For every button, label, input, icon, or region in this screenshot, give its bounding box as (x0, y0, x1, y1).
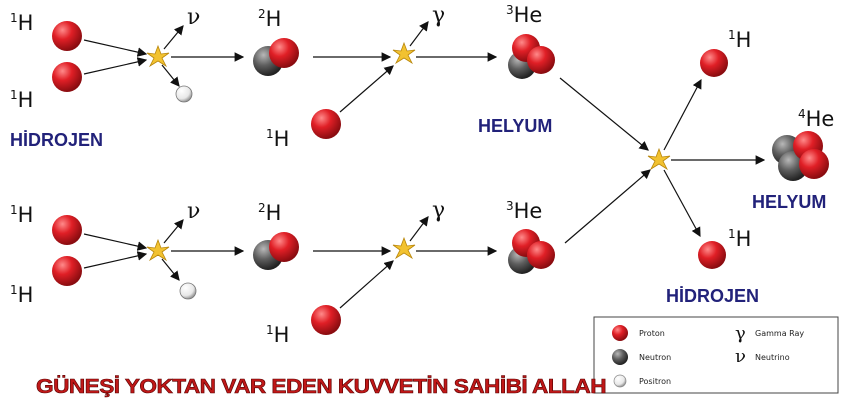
proton (698, 241, 726, 269)
legend-gamma-label: Gamma Ray (755, 329, 804, 338)
legend-neutron-swatch (612, 349, 628, 365)
proton (311, 109, 341, 139)
arrow (663, 78, 702, 151)
helium-3-nucleus (508, 34, 555, 79)
arrow (83, 233, 148, 251)
helium-4-nucleus (772, 131, 829, 181)
proton (799, 149, 829, 179)
proton (311, 305, 341, 335)
caption: GÜNEŞİ YOKTAN VAR EDEN KUVVETİN SAHİBİ A… (36, 375, 606, 398)
bottom-h1-c-label: 1H (266, 323, 289, 347)
legend-gamma-symbol: γ (735, 323, 746, 344)
deuterium-nucleus (253, 38, 299, 76)
flash-icon (392, 41, 416, 65)
deuterium-nucleus (253, 232, 299, 270)
bottom-h1-a-label: 1H (10, 203, 33, 227)
proton (269, 38, 299, 68)
product-hydrogen-label: HİDROJEN (666, 286, 759, 306)
positron (179, 282, 197, 300)
flash-icon (146, 44, 170, 68)
top-h1-a-label: 1H (10, 11, 33, 35)
flash-icon (647, 147, 671, 171)
arrow (163, 219, 184, 244)
arrow (161, 64, 180, 87)
hydrogen-label: HİDROJEN (10, 130, 103, 150)
legend-box (593, 316, 839, 394)
bottom-chain: 1H 1H ν 2H 1H γ (10, 198, 555, 347)
flash-icon (146, 238, 170, 262)
arrow (83, 57, 148, 75)
arrow (83, 251, 148, 269)
proton (700, 49, 728, 77)
legend-positron-label: Positron (639, 377, 671, 386)
gamma-symbol: γ (432, 198, 445, 223)
top-chain: 1H 1H ν 2H (10, 3, 555, 151)
arrow (339, 65, 394, 113)
top-h1-b-label: 1H (10, 88, 33, 112)
proton (52, 215, 82, 245)
neutrino-symbol: ν (187, 199, 200, 224)
arrow (163, 25, 184, 50)
legend-positron-swatch (613, 374, 627, 388)
bottom-he3-label: 3He (506, 199, 542, 223)
helium-3-nucleus (508, 229, 555, 274)
top-h1-c-label: 1H (266, 127, 289, 151)
proton (527, 46, 555, 74)
top-he3-label: 3He (506, 3, 542, 27)
product-he4-label: 4He (798, 107, 834, 131)
legend-neutron-label: Neutron (639, 353, 671, 362)
positron (175, 85, 193, 103)
top-h2-label: 2H (258, 7, 281, 31)
product-helium-label: HELYUM (752, 192, 826, 212)
final-fusion: 1H 4He HELYUM 1H HİDROJEN (559, 28, 834, 306)
legend: Proton Neutron Positron γ Gamma Ray ν Ne… (593, 316, 839, 394)
arrow (339, 260, 394, 309)
proton (52, 62, 82, 92)
gamma-symbol: γ (432, 3, 445, 28)
product-h1-top-label: 1H (728, 28, 751, 52)
legend-proton-label: Proton (639, 329, 665, 338)
flash-icon (392, 236, 416, 260)
legend-proton-swatch (612, 325, 628, 341)
neutrino-symbol: ν (187, 5, 200, 30)
arrow (564, 169, 651, 244)
bottom-h1-b-label: 1H (10, 283, 33, 307)
helium-label: HELYUM (478, 116, 552, 136)
legend-neutrino-symbol: ν (735, 346, 746, 367)
bottom-h2-label: 2H (258, 201, 281, 225)
arrow (83, 39, 148, 57)
product-h1-bottom-label: 1H (728, 227, 751, 251)
arrow (559, 77, 649, 151)
proton (269, 232, 299, 262)
arrow (409, 216, 429, 242)
arrow (663, 169, 701, 238)
proton (52, 21, 82, 51)
proton (527, 241, 555, 269)
arrow (409, 21, 429, 47)
proton (52, 256, 82, 286)
arrow (161, 258, 180, 281)
legend-neutrino-label: Neutrino (755, 353, 790, 362)
